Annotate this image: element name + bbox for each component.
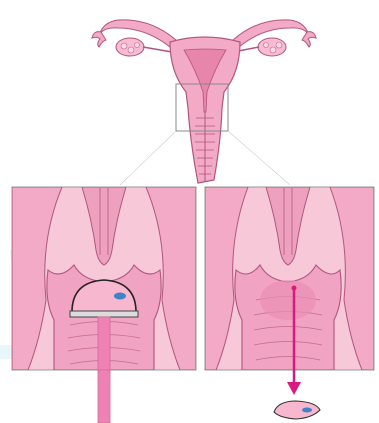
released-area: [260, 280, 316, 320]
left-panel: [12, 187, 196, 377]
right-panel: [205, 187, 374, 419]
left-fimbriae: [92, 32, 106, 47]
uterus-overview: [92, 20, 316, 185]
removed-cup: [274, 401, 320, 419]
leader-line-left: [120, 131, 176, 185]
right-fimbriae: [302, 32, 316, 47]
applicator-stick-lower: [98, 370, 110, 423]
cup-marker-blue: [114, 293, 126, 300]
removed-cup-marker-blue: [302, 408, 312, 413]
applicator-stick: [98, 317, 110, 377]
leader-line-right: [228, 131, 290, 185]
